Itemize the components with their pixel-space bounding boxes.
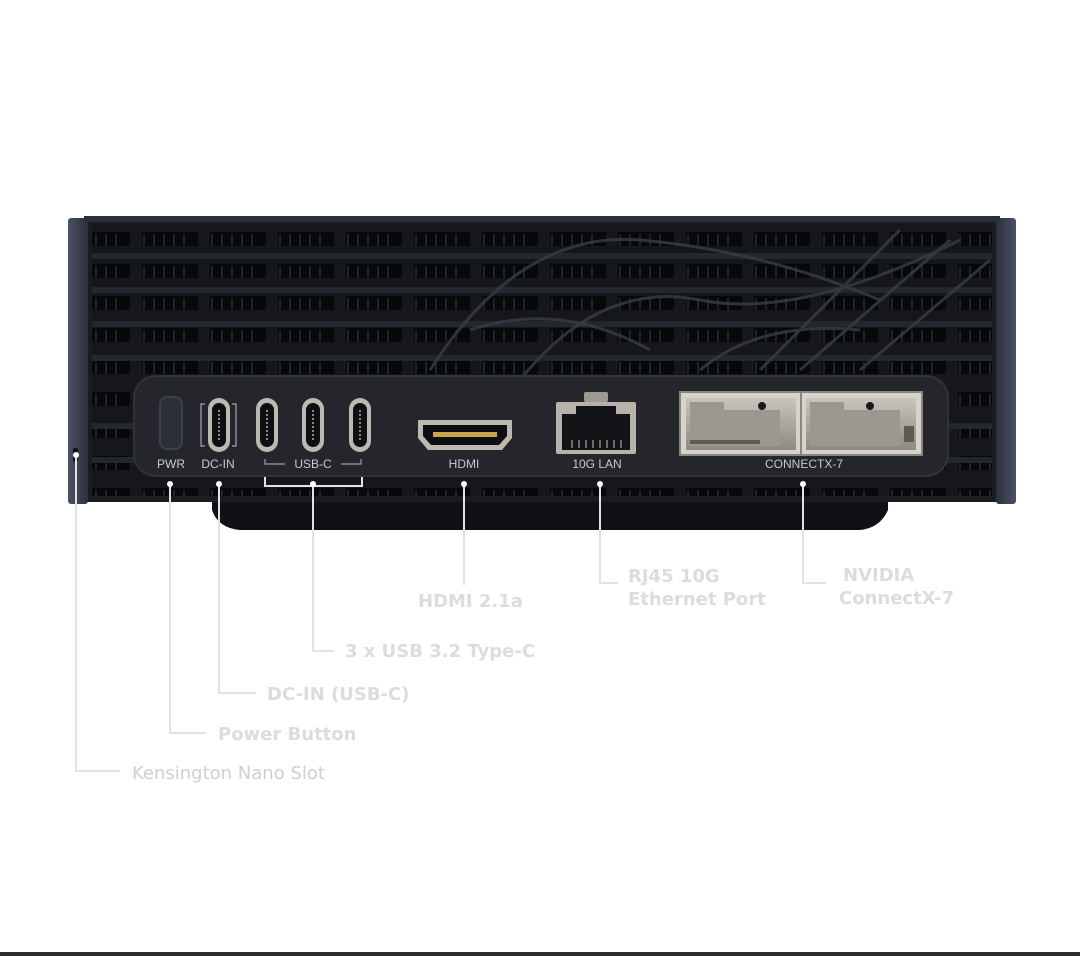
pwr-port-label: PWR [157, 457, 185, 471]
callout-dots [73, 452, 806, 487]
callout-rj45-line2: Ethernet Port [628, 589, 766, 610]
usb-c-port-1[interactable] [256, 398, 278, 452]
right-side-cap [996, 218, 1016, 504]
power-button[interactable] [159, 396, 183, 450]
callout-rj45-line1: RJ45 10G [628, 566, 720, 587]
hdmi-port-label: HDMI [449, 457, 480, 471]
callout-usb-type-c: 3 x USB 3.2 Type-C [345, 641, 536, 662]
rj45-port[interactable] [556, 392, 636, 454]
bottom-divider [0, 952, 1080, 956]
device-base [212, 500, 888, 530]
dc-in-port[interactable] [200, 398, 237, 452]
callout-nvidia-line2: ConnectX-7 [839, 588, 955, 609]
callout-power-button: Power Button [218, 724, 357, 745]
internal-cables [428, 228, 991, 381]
callout-kensington-nano-slot: Kensington Nano Slot [132, 763, 325, 784]
callout-dc-in: DC-IN (USB-C) [267, 684, 410, 705]
callout-lines [75, 455, 826, 772]
lan-port-label: 10G LAN [572, 457, 621, 471]
usb-c-port-2[interactable] [302, 398, 324, 452]
usb-c-group-marks [264, 459, 362, 465]
hdmi-port[interactable] [418, 420, 512, 450]
top-edge [84, 216, 1000, 222]
usb-c-port-label: USB-C [294, 457, 332, 471]
connectx-port-2[interactable] [800, 391, 923, 456]
connectx-port-label: CONNECTX-7 [765, 457, 843, 471]
connectx-port-1[interactable] [679, 391, 802, 456]
usb-c-port-3[interactable] [349, 398, 371, 452]
dc-in-port-label: DC-IN [201, 457, 234, 471]
callout-nvidia-line1: NVIDIA [843, 565, 915, 586]
callout-hdmi: HDMI 2.1a [418, 591, 523, 612]
left-side-cap [68, 218, 88, 504]
